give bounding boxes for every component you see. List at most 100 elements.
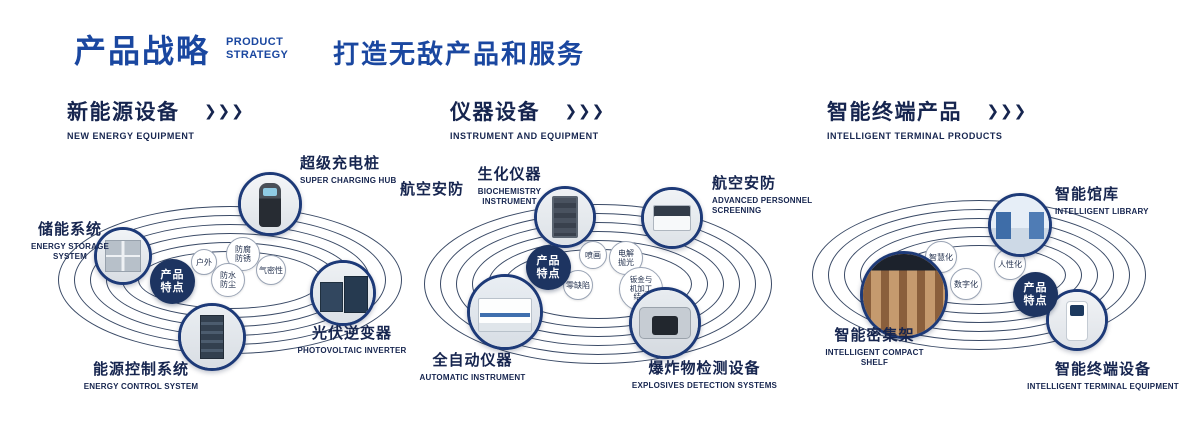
product-features-badge: 产品特点 — [526, 245, 571, 290]
product-circle-personnel-screening — [641, 187, 703, 249]
explosives-detection-photo — [632, 290, 698, 356]
product-name: 全自动仪器 — [432, 352, 513, 369]
biochemistry-instrument-photo — [537, 189, 593, 245]
compact-shelf-photo — [863, 254, 945, 336]
product-label-automatic-instrument: 全自动仪器 AUTOMATIC INSTRUMENT — [410, 349, 535, 383]
product-name-en: SUPER CHARGING HUB — [300, 176, 397, 185]
product-circle-intelligent-library — [988, 193, 1052, 257]
product-name-en: PHOTOVOLTAIC INVERTER — [297, 346, 407, 355]
slogan: 打造无敌产品和服务 — [333, 39, 586, 69]
section-title: 新能源设备 — [67, 101, 180, 124]
feature-label: 电解抛光 — [618, 249, 634, 267]
product-name-en: BIOCHEMISTRY INSTRUMENT — [477, 187, 542, 206]
product-label-super-charging-hub: 超级充电桩 SUPER CHARGING HUB — [300, 152, 430, 186]
page-title-en-line1: PRODUCT — [226, 36, 284, 48]
product-circle-explosives-detection — [629, 287, 701, 359]
feature-label: 气密性 — [259, 265, 283, 275]
product-name: 智能馆库 — [1055, 186, 1120, 203]
section-subtitle: INTELLIGENT TERMINAL PRODUCTS — [827, 131, 1003, 141]
product-name-en: EXPLOSIVES DETECTION SYSTEMS — [631, 381, 778, 390]
product-name-en: INTELLIGENT TERMINAL EQUIPMENT — [1027, 382, 1179, 391]
orbit-ring — [456, 222, 740, 346]
product-circle-automatic-instrument — [467, 274, 543, 350]
badge-label: 产品特点 — [160, 268, 185, 294]
product-name-en: INTELLIGENT LIBRARY — [1055, 207, 1149, 216]
feature-label: 防腐防锈 — [235, 245, 251, 263]
orbit-ring — [440, 213, 756, 355]
product-name: 储能系统 — [37, 221, 102, 238]
energy-storage-photo — [97, 230, 149, 282]
page-title-en-line2: STRATEGY — [226, 49, 289, 61]
product-label-energy-storage: 储能系统 ENERGY STORAGE SYSTEM — [14, 218, 126, 262]
product-label-intelligent-library: 智能馆库 INTELLIGENT LIBRARY — [1055, 183, 1170, 217]
section-title: 仪器设备 — [450, 101, 540, 124]
badge-label: 产品特点 — [1023, 281, 1048, 307]
product-circle-biochemistry-instrument — [534, 186, 596, 248]
product-name: 航空安防 — [712, 175, 777, 192]
photovoltaic-inverter-photo — [313, 263, 373, 323]
energy-control-photo — [181, 306, 243, 368]
badge-label: 产品特点 — [536, 254, 561, 280]
product-features-badge: 产品特点 — [1013, 272, 1058, 317]
personnel-screening-photo — [644, 190, 700, 246]
triple-chevron-icon: ❯❯❯ — [564, 103, 606, 120]
section-subtitle: NEW ENERGY EQUIPMENT — [67, 131, 195, 141]
label-aviation-security: 航空安防 — [400, 181, 465, 198]
triple-chevron-icon: ❯❯❯ — [986, 103, 1028, 120]
section-subtitle: INSTRUMENT AND EQUIPMENT — [450, 131, 599, 141]
orbit-ring — [828, 209, 1130, 341]
feature-bubble: 喷画 — [579, 241, 607, 269]
intelligent-library-photo — [991, 196, 1049, 254]
triple-chevron-icon: ❯❯❯ — [203, 103, 245, 120]
product-label-personnel-screening: 航空安防 ADVANCED PERSONNEL SCREENING — [712, 172, 837, 216]
feature-bubble: 数字化 — [950, 268, 982, 300]
feature-label: 防水防尘 — [220, 271, 236, 289]
product-name: 能源控制系统 — [92, 361, 189, 378]
product-label-compact-shelf: 智能密集架 INTELLIGENT COMPACT SHELF — [812, 324, 937, 368]
feature-label: 人性化 — [998, 259, 1022, 269]
orbit-ring — [812, 200, 1146, 350]
product-label-explosives-detection: 爆炸物检测设备 EXPLOSIVES DETECTION SYSTEMS — [622, 357, 787, 391]
product-label-terminal-equipment: 智能终端设备 INTELLIGENT TERMINAL EQUIPMENT — [1018, 358, 1188, 392]
product-name: 生化仪器 — [477, 166, 542, 183]
product-name-en: ADVANCED PERSONNEL SCREENING — [712, 196, 813, 215]
section-header-instruments: 仪器设备 ❯❯❯ INSTRUMENT AND EQUIPMENT — [450, 96, 605, 141]
product-circle-energy-storage — [94, 227, 152, 285]
product-features-badge: 产品特点 — [150, 259, 195, 304]
super-charging-hub-photo — [241, 175, 299, 233]
section-header-new-energy: 新能源设备 ❯❯❯ NEW ENERGY EQUIPMENT — [67, 96, 245, 141]
product-label-energy-control: 能源控制系统 ENERGY CONTROL SYSTEM — [66, 358, 216, 392]
product-name: 超级充电桩 — [300, 155, 381, 172]
automatic-instrument-photo — [470, 277, 540, 347]
product-name: 智能终端设备 — [1054, 361, 1151, 378]
feature-bubble: 气密性 — [256, 255, 286, 285]
product-name-en: ENERGY STORAGE SYSTEM — [30, 242, 110, 261]
product-name-en: INTELLIGENT COMPACT SHELF — [825, 348, 924, 367]
product-circle-super-charging-hub — [238, 172, 302, 236]
product-circle-compact-shelf — [860, 251, 948, 339]
product-circle-energy-control — [178, 303, 246, 371]
orbit-ring — [860, 227, 1098, 323]
feature-bubble: 防腐防锈 — [226, 237, 260, 271]
product-circle-photovoltaic-inverter — [310, 260, 376, 326]
section-title: 智能终端产品 — [827, 101, 962, 124]
feature-label: 数字化 — [954, 279, 978, 289]
feature-label: 零缺陷 — [566, 280, 590, 290]
feature-label: 户外 — [196, 257, 212, 267]
feature-bubble: 防水防尘 — [211, 263, 245, 297]
product-name: 智能密集架 — [834, 327, 915, 344]
terminal-equipment-photo — [1049, 292, 1105, 348]
product-label-photovoltaic-inverter: 光伏逆变器 PHOTOVOLTAIC INVERTER — [288, 322, 416, 356]
product-name: 光伏逆变器 — [311, 325, 392, 342]
orbit-diagram-intelligent-terminal — [812, 200, 1146, 350]
product-name: 爆炸物检测设备 — [648, 360, 761, 377]
orbit-ring — [424, 204, 772, 364]
orbit-ring — [844, 218, 1114, 332]
feature-label: 喷画 — [585, 250, 601, 260]
page-title: 产品战略 — [74, 33, 211, 69]
section-header-intelligent-terminal: 智能终端产品 ❯❯❯ INTELLIGENT TERMINAL PRODUCTS — [827, 96, 1027, 141]
product-name-en: AUTOMATIC INSTRUMENT — [419, 373, 526, 382]
page-title-en: PRODUCT STRATEGY — [226, 36, 288, 62]
product-name-en: ENERGY CONTROL SYSTEM — [83, 382, 199, 391]
